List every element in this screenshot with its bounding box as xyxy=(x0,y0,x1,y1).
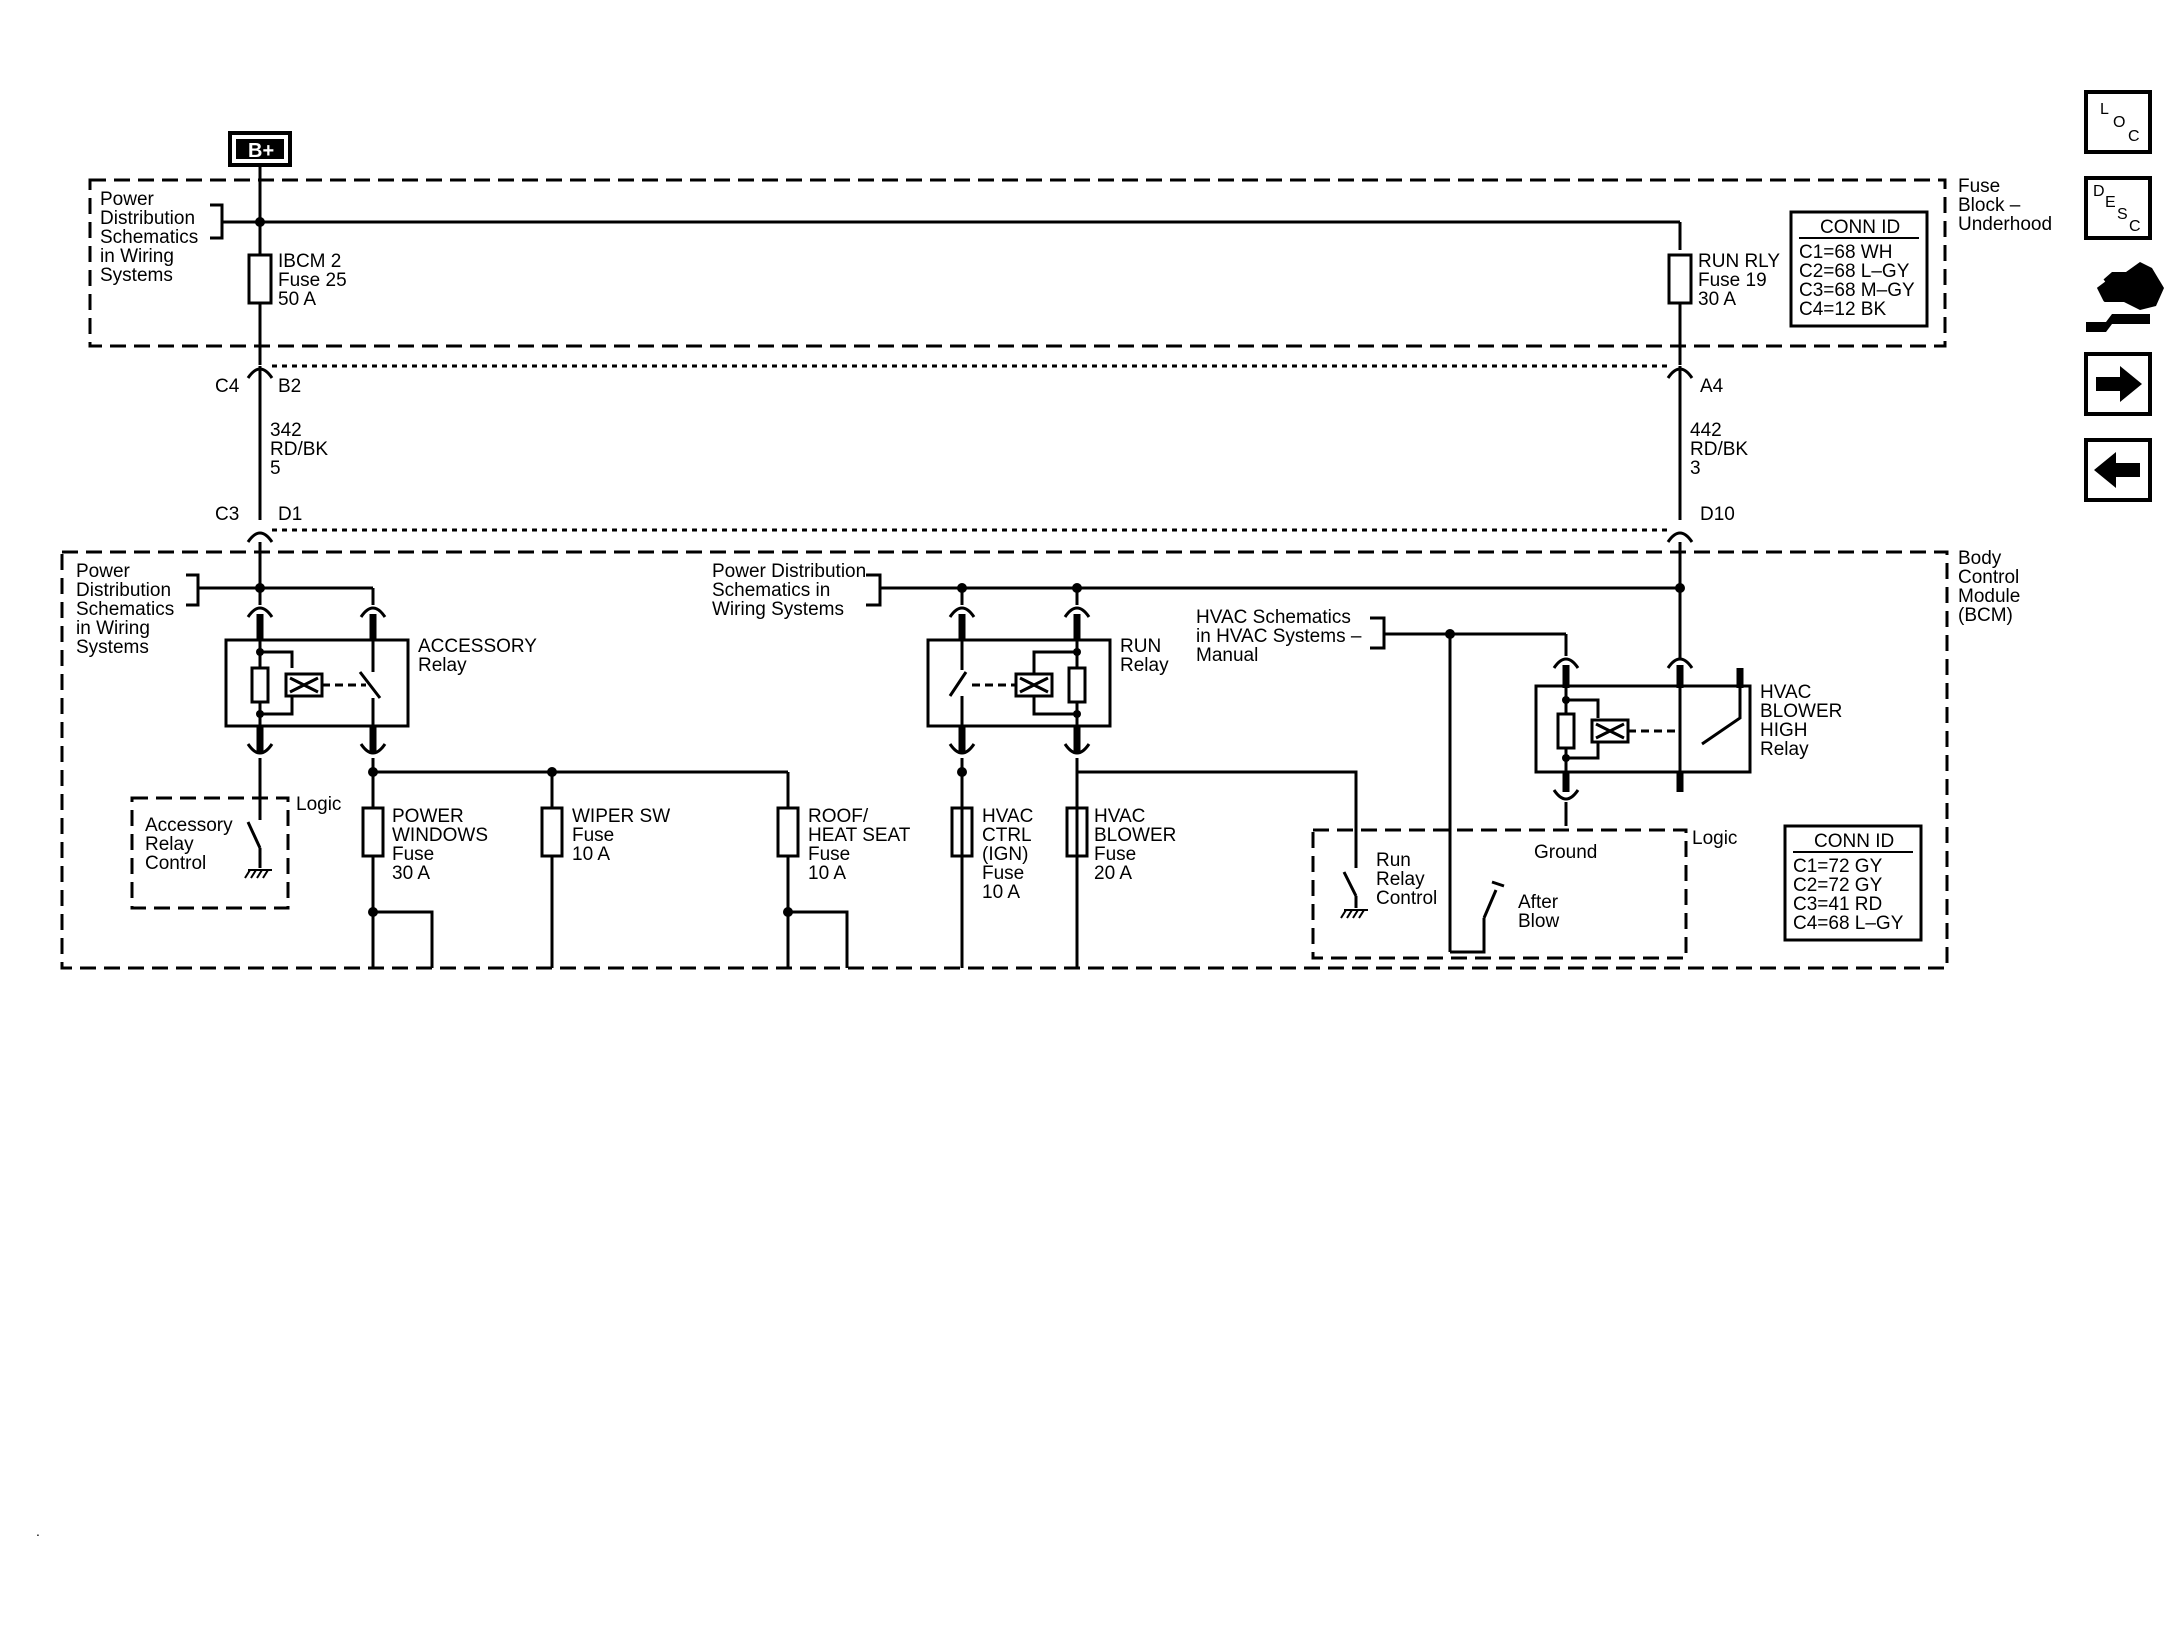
connector-c4-label: C4 xyxy=(215,376,240,397)
svg-text:C2=72 GY: C2=72 GY xyxy=(1793,875,1883,896)
bcm-ref-left: Power Distribution Schematics in Wiring … xyxy=(76,561,179,658)
accessory-relay xyxy=(224,638,410,728)
hvac-blower-high-relay xyxy=(1534,684,1752,774)
svg-text:C3=68 M–GY: C3=68 M–GY xyxy=(1799,280,1915,301)
connector-tool-icon[interactable] xyxy=(2084,262,2164,332)
pin-a4-label: A4 xyxy=(1700,376,1724,397)
left-wire-label: 342 RD/BK 5 xyxy=(270,420,333,479)
svg-text:C1=72 GY: C1=72 GY xyxy=(1793,856,1883,877)
run-relay xyxy=(926,638,1112,728)
bcm-ref-hvac: HVAC Schematics in HVAC Systems – Manual xyxy=(1196,607,1367,666)
bcm-conn-id: CONN ID C1=72 GY C2=72 GY C3=41 RD C4=68… xyxy=(1783,824,1923,942)
fuse-ibcm2-label: IBCM 2 Fuse 25 50 A xyxy=(278,251,352,310)
svg-text:CONN ID: CONN ID xyxy=(1814,831,1894,852)
fuse-hvac-blower-label: HVAC BLOWER Fuse 20 A xyxy=(1094,806,1182,884)
svg-text:S: S xyxy=(2117,206,2128,223)
bcm-name: Body Control Module (BCM) xyxy=(1958,548,2026,626)
svg-text:D: D xyxy=(2093,183,2105,200)
fuse-hvac-ctrl-ign-label: HVAC CTRL (IGN) Fuse 10 A xyxy=(982,806,1039,903)
pin-d10-label: D10 xyxy=(1700,504,1735,525)
svg-text:C1=68 WH: C1=68 WH xyxy=(1799,242,1892,263)
connector-c3-d1 xyxy=(246,531,274,543)
fuse-run-rly-label: RUN RLY Fuse 19 30 A xyxy=(1698,251,1785,310)
pin-d1-label: D1 xyxy=(278,504,302,525)
hvac-blower-high-relay-label: HVAC BLOWER HIGH Relay xyxy=(1760,682,1848,760)
arrow-right-icon xyxy=(2096,366,2142,402)
fuse-run-rly xyxy=(1667,253,1693,305)
svg-text:C2=68 L–GY: C2=68 L–GY xyxy=(1799,261,1910,282)
logic-left-box xyxy=(130,796,290,910)
fuse-block-conn-id: CONN ID C1=68 WH C2=68 L–GY C3=68 M–GY C… xyxy=(1789,210,1929,328)
after-blow-label: After Blow xyxy=(1518,892,1563,932)
right-wire-label: 442 RD/BK 3 xyxy=(1690,420,1753,479)
run-relay-label: RUN Relay xyxy=(1120,636,1169,676)
fuse-block-ref-left: Power Distribution Schematics in Wiring … xyxy=(100,189,203,286)
b-plus-label: B+ xyxy=(248,140,274,162)
connector-c3-label: C3 xyxy=(215,504,239,525)
desc-button[interactable]: D E S C xyxy=(2084,176,2152,240)
svg-text:E: E xyxy=(2105,194,2116,211)
fuse-block-name: Fuse Block – Underhood xyxy=(1958,176,2052,235)
fuse-block-boundary xyxy=(88,178,1947,348)
bcm-boundary xyxy=(60,550,1949,970)
svg-text:O: O xyxy=(2113,114,2125,131)
svg-text:C3=41 RD: C3=41 RD xyxy=(1793,894,1882,915)
svg-text:C4=68 L–GY: C4=68 L–GY xyxy=(1793,913,1904,934)
previous-page-button[interactable] xyxy=(2084,438,2152,502)
logic-right-box xyxy=(1311,828,1688,960)
svg-text:CONN ID: CONN ID xyxy=(1820,217,1900,238)
fuse-roof-heat-seat xyxy=(776,806,800,858)
loc-button[interactable]: L O C xyxy=(2084,90,2152,154)
fuse-ibcm2 xyxy=(247,253,273,305)
svg-text:C: C xyxy=(2128,128,2140,145)
logic-right-title: Logic xyxy=(1692,828,1737,849)
svg-text:C4=12 BK: C4=12 BK xyxy=(1799,299,1886,320)
next-page-button[interactable] xyxy=(2084,352,2152,416)
arrow-left-icon xyxy=(2094,452,2140,488)
fuse-power-windows xyxy=(361,806,385,858)
connector-d10 xyxy=(1666,531,1694,543)
fuse-roof-heat-seat-label: ROOF/ HEAT SEAT Fuse 10 A xyxy=(808,806,915,884)
fuse-wiper-sw xyxy=(540,806,564,858)
run-relay-control-label: Run Relay Control xyxy=(1376,850,1437,909)
logic-left-title: Logic xyxy=(296,794,341,815)
logic-left-label: Accessory Relay Control xyxy=(145,815,238,874)
pin-b2-label: B2 xyxy=(278,376,301,397)
fuse-power-windows-label: POWER WINDOWS Fuse 30 A xyxy=(392,806,493,884)
accessory-relay-label: ACCESSORY Relay xyxy=(418,636,542,676)
svg-text:C: C xyxy=(2129,218,2141,235)
page-marker: . xyxy=(36,1523,40,1539)
svg-text:L: L xyxy=(2100,101,2109,118)
fuse-wiper-sw-label: WIPER SW Fuse 10 A xyxy=(572,806,675,865)
bcm-ref-mid: Power Distribution Schematics in Wiring … xyxy=(712,561,871,620)
ground-label: Ground xyxy=(1534,842,1597,863)
